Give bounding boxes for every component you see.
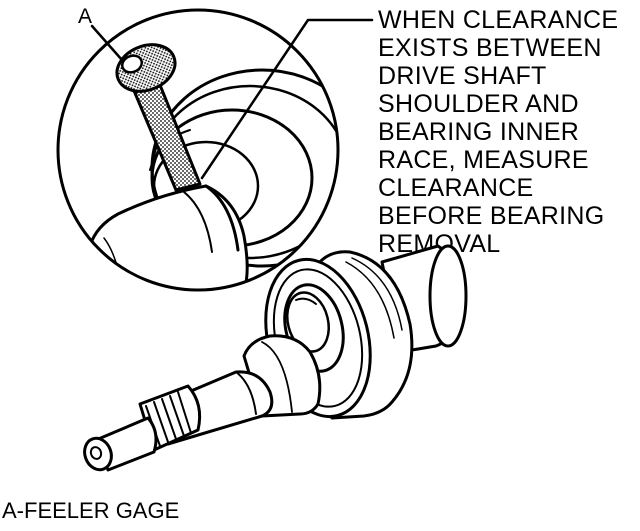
callout-letter: A [78, 5, 92, 28]
clearance-note: WHEN CLEARANCE EXISTS BETWEEN DRIVE SHAF… [378, 6, 618, 258]
note-line: WHEN CLEARANCE [378, 6, 618, 34]
note-line: DRIVE SHAFT [378, 62, 547, 90]
note-line: RACE, MEASURE [378, 146, 589, 174]
shaft-end [83, 416, 158, 472]
callout-a-leader [90, 24, 124, 62]
note-line: EXISTS BETWEEN [378, 34, 602, 62]
note-line: CLEARANCE [378, 174, 534, 202]
note-leader-line [200, 18, 374, 180]
figure-caption: A-FEELER GAGE [2, 498, 179, 523]
feeler-gage-blade [115, 43, 202, 192]
detail-circle-outline [56, 8, 340, 292]
note-line: BEFORE BEARING [378, 202, 604, 230]
note-line: BEARING INNER [378, 118, 579, 146]
callout-a: A [78, 5, 124, 62]
note-line: SHOULDER AND [378, 90, 579, 118]
drive-shaft-assembly [83, 244, 468, 472]
